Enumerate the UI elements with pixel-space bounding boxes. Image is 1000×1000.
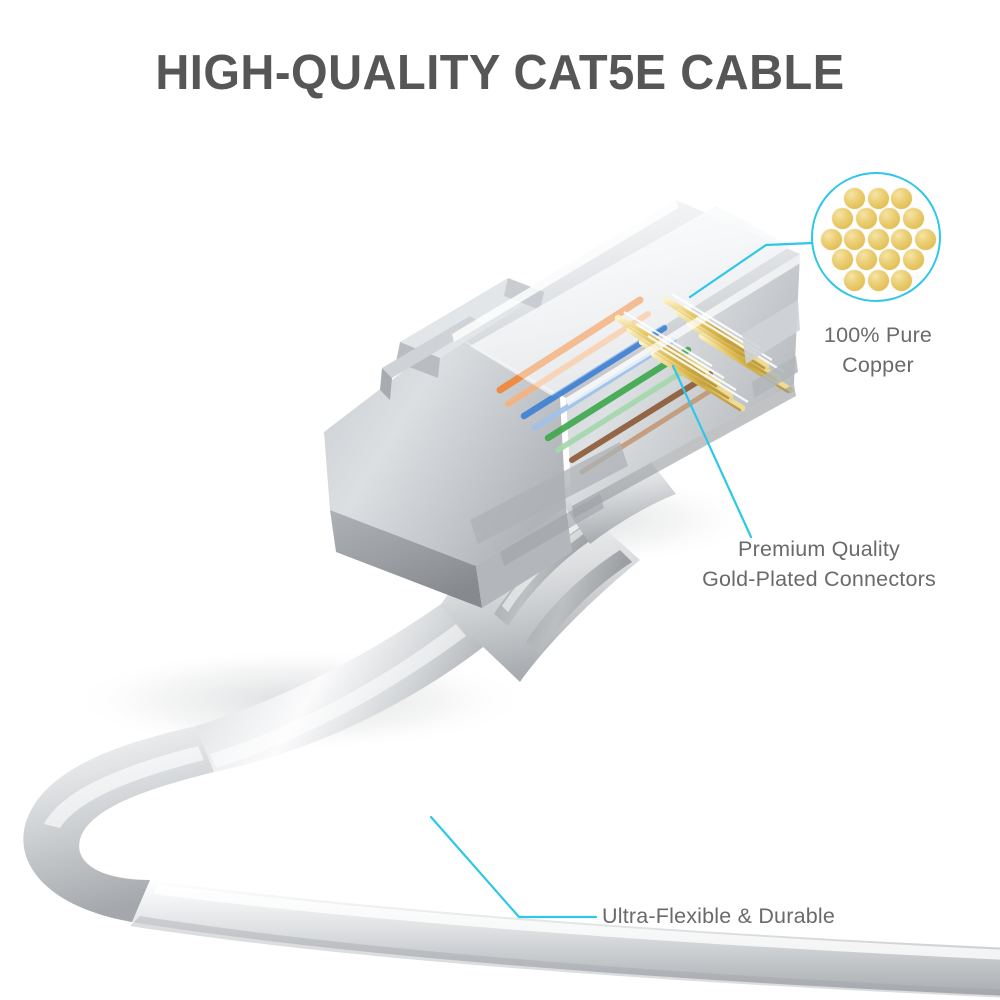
- copper-strand: [820, 228, 842, 250]
- copper-strand: [844, 228, 865, 250]
- copper-strands-circle-icon: [811, 172, 941, 302]
- copper-strand: [879, 249, 901, 270]
- copper-strand: [891, 228, 912, 250]
- callout-label-gold-connectors: Premium Quality Gold-Plated Connectors: [702, 537, 936, 591]
- copper-strand: [902, 208, 924, 229]
- copper-strand: [867, 228, 889, 250]
- copper-strand: [867, 269, 889, 291]
- copper-strand: [855, 208, 877, 229]
- copper-strand: [902, 249, 924, 270]
- copper-strand: [832, 208, 854, 229]
- copper-circle-ring: [811, 172, 941, 302]
- copper-strand: [891, 187, 912, 209]
- copper-strand: [844, 269, 865, 291]
- copper-strand: [867, 187, 889, 209]
- copper-strand: [891, 269, 912, 291]
- copper-strand: [844, 187, 865, 209]
- page-title: HIGH-QUALITY CAT5E CABLE: [155, 46, 845, 100]
- callout-label-copper: 100% Pure Copper: [823, 323, 933, 377]
- copper-strand: [914, 228, 936, 250]
- strain-relief-boot: [440, 448, 676, 682]
- callout-label-flexible: Ultra-Flexible & Durable: [602, 904, 836, 928]
- copper-strand: [855, 249, 877, 270]
- copper-strand: [832, 249, 854, 270]
- rj45-connector-housing: [324, 200, 802, 608]
- copper-strand: [879, 208, 901, 229]
